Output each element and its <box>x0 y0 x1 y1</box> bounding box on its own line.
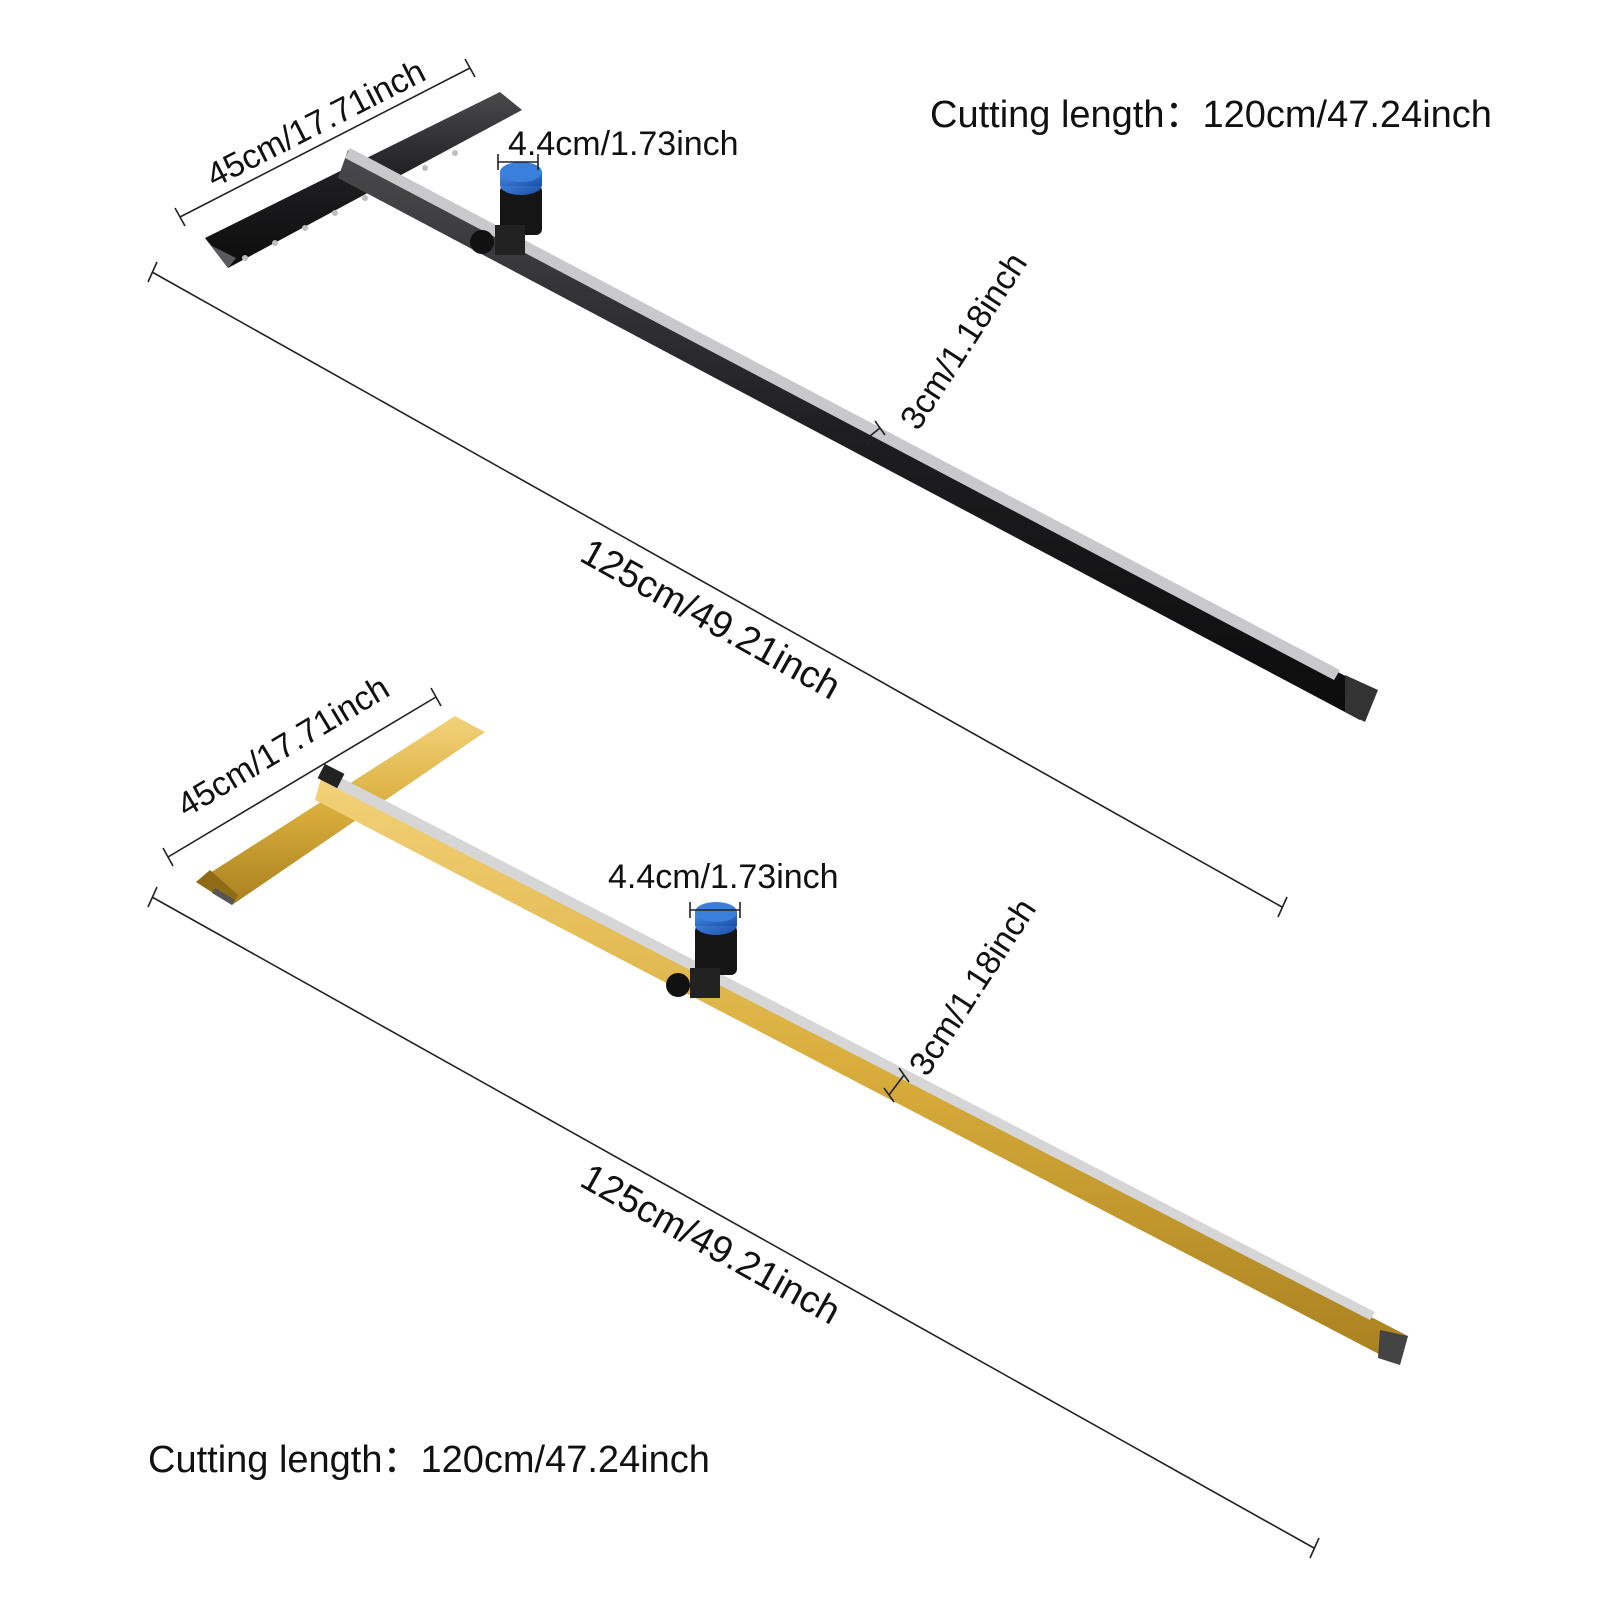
gold-bar-width-label: 3cm/1.18inch <box>902 892 1044 1082</box>
black-main-bar <box>338 148 1378 722</box>
black-cutter-head <box>470 162 542 255</box>
gold-cutter-width-label: 4.4cm/1.73inch <box>608 858 839 896</box>
black-total-length-label: 125cm/49.21inch <box>574 531 847 708</box>
gold-cutter-head <box>666 902 737 998</box>
black-cutter-width-label: 4.4cm/1.73inch <box>508 125 739 163</box>
gold-dimensions <box>147 687 1320 1559</box>
black-cutting-length-label: Cutting length：120cm/47.24inch <box>930 94 1492 136</box>
black-dimensions <box>147 58 1288 918</box>
gold-total-length-label: 125cm/49.21inch <box>574 1156 847 1333</box>
black-bar-width-label: 3cm/1.18inch <box>893 246 1035 436</box>
black-t-square-cutter <box>205 92 1378 722</box>
gold-main-bar <box>315 763 1408 1365</box>
gold-cutting-length-label: Cutting length：120cm/47.24inch <box>148 1439 710 1481</box>
gold-t-square-cutter <box>196 716 1408 1365</box>
